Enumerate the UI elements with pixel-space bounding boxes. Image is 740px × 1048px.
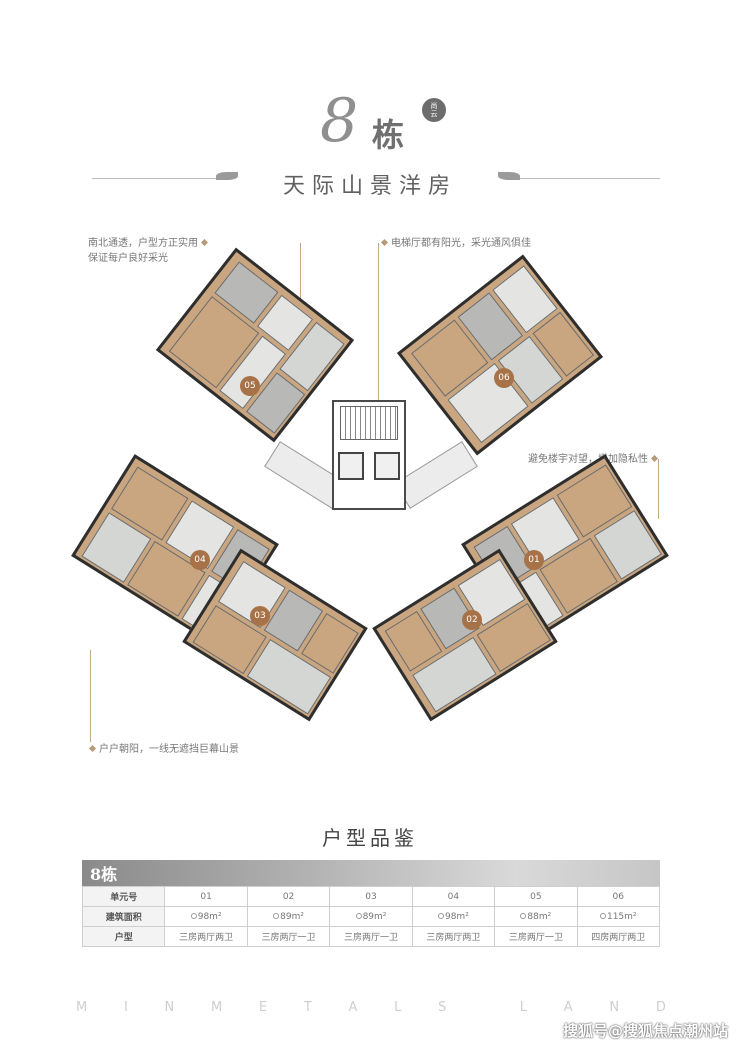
- divider-right: [520, 178, 660, 179]
- area-value: 89m²: [362, 911, 387, 922]
- area-value: 89m²: [280, 911, 304, 922]
- cell-unit: 04: [411, 886, 496, 907]
- unit-table: 8栋 单元号 01 02 03 04 05 06 建筑面积 98m² 89m² …: [81, 860, 661, 947]
- area-value: 88m²: [527, 911, 552, 922]
- table-row: 建筑面积 98m² 89m² 89m² 98m² 88m² 115m²: [81, 906, 661, 927]
- brand-letter: N: [609, 1000, 620, 1015]
- floor-plan: 05 06 04 01 03 02: [70, 240, 670, 750]
- leader-line: [90, 650, 91, 742]
- section-title: 户型品鉴: [322, 826, 418, 850]
- unit-marker-01: 01: [524, 550, 544, 570]
- callout-sw-text: 户户朝阳，一线无遮挡巨幕山景: [99, 744, 239, 755]
- cell-unit: 06: [576, 886, 661, 907]
- circle-icon: [273, 913, 280, 919]
- cell-layout: 四房两厅两卫: [576, 926, 661, 947]
- elevator-icon: [338, 452, 364, 480]
- brand-letter: A: [563, 1000, 573, 1015]
- cell-unit: 02: [246, 886, 331, 907]
- callout-east: 避免楼宇对望，增加隐私性: [528, 452, 661, 467]
- row-label-unit: 单元号: [81, 886, 166, 907]
- brand-letter: N: [164, 1000, 175, 1015]
- brand-letter: S: [438, 1000, 447, 1015]
- cell-area: 89m²: [329, 906, 413, 927]
- brand-letter: M: [210, 1000, 223, 1015]
- unit-marker-03: 03: [250, 606, 270, 626]
- corridor: [394, 441, 478, 509]
- row-label-area: 建筑面积: [81, 906, 166, 927]
- row-label-layout: 户型: [81, 926, 166, 947]
- circle-icon: [437, 913, 444, 919]
- stair-icon: [340, 406, 398, 440]
- brand-letter: T: [303, 1000, 312, 1015]
- cell-unit: 05: [494, 886, 578, 907]
- brand-letter: M: [76, 1000, 88, 1015]
- leaf-ornament-left: [216, 172, 238, 180]
- leader-line: [378, 243, 379, 493]
- building-title: 8 栋 尚云 天际山景洋房: [0, 80, 740, 199]
- area-value: 115m²: [606, 911, 637, 922]
- cell-layout: 三房两厅一卫: [329, 926, 413, 947]
- callout-northeast: 电梯厅都有阳光，采光通风俱佳: [378, 236, 531, 251]
- cell-unit: 01: [164, 886, 248, 907]
- unit-marker-02: 02: [462, 610, 482, 630]
- unit-marker-04: 04: [190, 550, 210, 570]
- watermark: 搜狐号@搜狐焦点潮州站: [562, 1022, 728, 1040]
- cell-area: 98m²: [164, 906, 248, 927]
- callout-nw-line1: 南北通透，户型方正实用: [88, 238, 198, 249]
- table-row: 户型 三房两厅两卫 三房两厅一卫 三房两厅一卫 三房两厅两卫 三房两厅一卫 四房…: [81, 926, 661, 947]
- divider-left: [92, 178, 216, 179]
- cell-layout: 三房两厅两卫: [411, 926, 496, 947]
- unit-marker-06: 06: [494, 368, 514, 388]
- elevator-core: [332, 400, 406, 510]
- cell-area: 115m²: [576, 906, 661, 927]
- brand-letter: I: [123, 1000, 128, 1015]
- unit-marker-05: 05: [240, 376, 260, 396]
- callout-e-text: 避免楼宇对望，增加隐私性: [528, 454, 648, 465]
- cell-layout: 三房两厅一卫: [246, 926, 331, 947]
- callout-nw-line2: 保证每户良好采光: [88, 253, 168, 264]
- cell-area: 89m²: [246, 906, 331, 927]
- brand-wordmark: M I N M E T A L S L A N D: [76, 1000, 666, 1015]
- leader-line: [658, 459, 659, 519]
- callout-ne-text: 电梯厅都有阳光，采光通风俱佳: [391, 238, 531, 249]
- table-title: 8栋: [90, 865, 118, 884]
- cell-layout: 三房两厅两卫: [164, 926, 248, 947]
- unit-05-plan: [155, 247, 355, 443]
- circle-icon: [520, 913, 527, 919]
- brand-letter: L: [519, 1000, 528, 1015]
- cell-area: 98m²: [411, 906, 496, 927]
- callout-northwest: 南北通透，户型方正实用 保证每户良好采光: [88, 236, 211, 266]
- circle-icon: [190, 913, 197, 919]
- circle-icon: [599, 913, 606, 919]
- area-value: 98m²: [444, 911, 469, 922]
- cell-layout: 三房两厅一卫: [494, 926, 578, 947]
- leader-line: [300, 243, 301, 313]
- seal-logo: 尚云: [422, 98, 446, 122]
- subtitle: 天际山景洋房: [282, 174, 457, 199]
- area-value: 98m²: [197, 911, 222, 922]
- callout-southwest: 户户朝阳，一线无遮挡巨幕山景: [86, 742, 239, 757]
- circle-icon: [355, 913, 362, 919]
- brand-letter: L: [394, 1000, 402, 1015]
- building-number: 8: [320, 86, 359, 156]
- building-char: 栋: [372, 116, 405, 154]
- elevator-icon: [374, 452, 400, 480]
- cell-unit: 03: [329, 886, 413, 907]
- brand-letter: A: [348, 1000, 358, 1015]
- table-header: 8栋: [82, 860, 660, 886]
- brand-letter: E: [258, 1000, 268, 1015]
- table-row: 单元号 01 02 03 04 05 06: [81, 886, 661, 907]
- unit-spec-table: 单元号 01 02 03 04 05 06 建筑面积 98m² 89m² 89m…: [81, 886, 661, 947]
- brand-letter: D: [655, 1000, 666, 1015]
- cell-area: 88m²: [494, 906, 578, 927]
- unit-06-plan: [396, 254, 604, 456]
